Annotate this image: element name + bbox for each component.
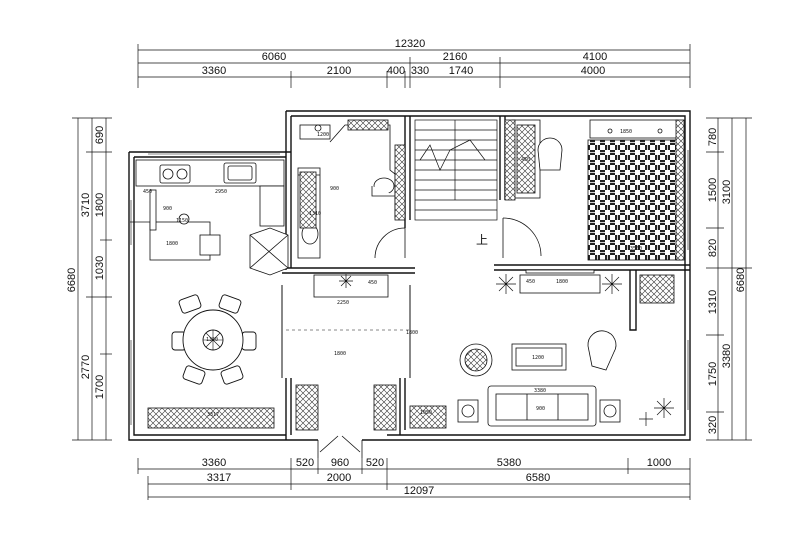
- dim-left-3: 1800: [94, 193, 106, 217]
- label-kitchen-side: 450: [143, 189, 152, 195]
- label-small-cabinet: 450: [521, 157, 530, 163]
- label-sideboard: 3317: [207, 412, 219, 418]
- dim-top-r2-1: 3360: [202, 65, 226, 77]
- carpet: [587, 139, 683, 261]
- label-corridor-length: 1800: [406, 330, 418, 336]
- dim-bot-1: 3360: [202, 457, 226, 469]
- dim-bot-6: 1000: [647, 457, 671, 469]
- label-sofa: 3380: [534, 388, 546, 394]
- dim-left-total: 6680: [66, 268, 78, 292]
- corridor-walls: [281, 285, 411, 378]
- label-tv-depth: 450: [526, 279, 535, 285]
- dim-top-r2-5: 1740: [449, 65, 473, 77]
- dim-top-r2-6: 4000: [581, 65, 605, 77]
- bathroom: [297, 119, 406, 259]
- dim-bot-5: 5380: [497, 457, 521, 469]
- dim-top-total: 12320: [395, 38, 426, 50]
- label-bath-width: 1310: [309, 211, 321, 217]
- coffee-table: [511, 343, 567, 371]
- dim-bot-2: 520: [296, 457, 314, 469]
- label-stool: 1150: [176, 218, 188, 224]
- dim-bot-r2-2: 2000: [327, 472, 351, 484]
- label-kitchen-counter: 2950: [215, 189, 227, 195]
- dim-right-5: 1750: [707, 362, 719, 386]
- sideboard: [147, 407, 275, 429]
- label-wardrobe: 1850: [620, 129, 632, 135]
- small-cabinet-right: [639, 274, 675, 304]
- kitchen: [130, 159, 285, 261]
- dim-left-6: 1700: [94, 375, 106, 399]
- label-carpet: 3500: [630, 246, 642, 252]
- sofa: [487, 385, 597, 427]
- label-corridor-cabinet: 2250: [337, 300, 349, 306]
- dim-top-1: 6060: [262, 51, 286, 63]
- dim-top-r2-4: 330: [411, 65, 429, 77]
- dim-bot-3: 960: [331, 457, 349, 469]
- dim-top-2: 2160: [443, 51, 467, 63]
- dim-bot-r2-1: 3317: [207, 472, 231, 484]
- corner-cabinet: [249, 227, 289, 276]
- dim-right-6: 320: [707, 416, 719, 434]
- windows: [130, 150, 689, 425]
- dim-left-2: 3710: [80, 193, 92, 217]
- dim-right-r2-1: 3100: [721, 180, 733, 204]
- bottom-dimensions: [137, 458, 691, 500]
- left-dimensions: [72, 117, 112, 441]
- dim-right-1: 780: [707, 128, 719, 146]
- bath-door: [374, 227, 406, 259]
- armchair-right: [587, 330, 617, 371]
- entry-plant: [339, 274, 353, 288]
- label-sofa-depth: 900: [536, 406, 545, 412]
- dim-top-r2-2: 2100: [327, 65, 351, 77]
- staircase: [414, 119, 498, 221]
- tv-cabinet: [519, 269, 601, 294]
- dim-bot-r2-3: 6580: [526, 472, 550, 484]
- dim-left-1: 690: [94, 126, 106, 144]
- dim-right-total: 6680: [735, 268, 747, 292]
- top-dimensions: [137, 44, 691, 88]
- stair-up-label: 上: [476, 233, 488, 247]
- dim-top-r2-3: 400: [387, 65, 405, 77]
- armchair-round: [459, 343, 493, 377]
- right-dimensions: [706, 117, 752, 441]
- label-kitchen-depth: 900: [163, 206, 172, 212]
- entry-door: [317, 435, 363, 458]
- label-bath-vanity: 1200: [317, 132, 329, 138]
- label-coffee-table: 1200: [532, 355, 544, 361]
- label-side-table: 1050: [420, 410, 432, 416]
- dim-right-2: 1500: [707, 178, 719, 202]
- dim-bot-4: 520: [366, 457, 384, 469]
- dim-left-4: 1030: [94, 256, 106, 280]
- label-corridor-cabinet-depth: 450: [368, 280, 377, 286]
- dim-bot-total: 12097: [404, 485, 435, 497]
- dim-right-4: 1310: [707, 290, 719, 314]
- label-bath-tub: 900: [330, 186, 339, 192]
- dim-top-3: 4100: [583, 51, 607, 63]
- plant-dining: [203, 330, 223, 350]
- bedroom-furniture: [504, 119, 685, 261]
- label-tv-cabinet: 1800: [556, 279, 568, 285]
- dim-right-3: 820: [707, 239, 719, 257]
- stair-door: [502, 217, 542, 258]
- dim-left-5: 2770: [80, 355, 92, 379]
- dim-right-r2-2: 3380: [721, 344, 733, 368]
- side-tables: [409, 399, 621, 429]
- label-island: 1800: [166, 241, 178, 247]
- label-stair-landing: 1800: [334, 351, 346, 357]
